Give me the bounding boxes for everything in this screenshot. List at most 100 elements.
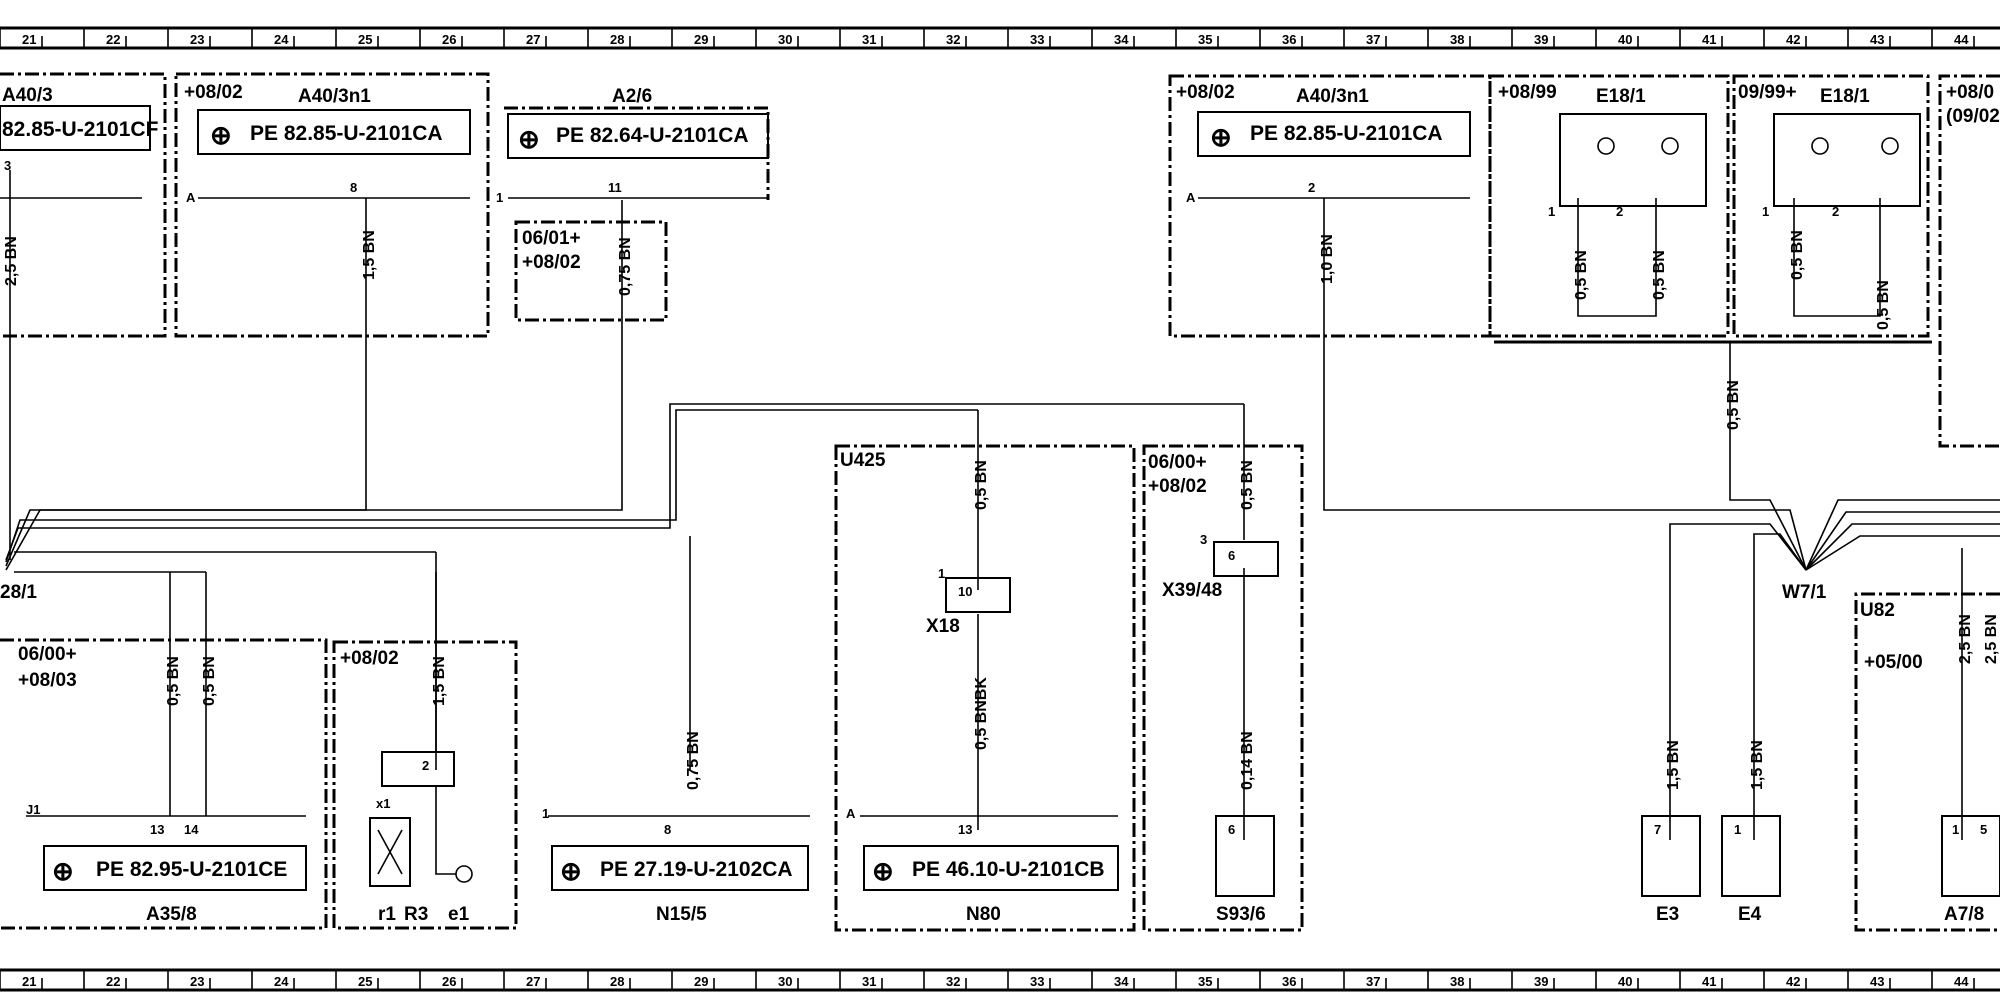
a40-3-box: A40/3 82.85-U-2101CF 3 [0, 72, 167, 338]
a40-3n1-right-box: +08/02 A40/3n1 ⊕ PE 82.85-U-2101CA 2 A [1168, 74, 1492, 338]
ruler-label: 34 [1114, 32, 1129, 47]
a40-3n1-left-pin: 8 [350, 180, 357, 195]
a7-8-pin-5: 5 [1980, 822, 1987, 837]
a2-6-pin: 11 [608, 180, 622, 195]
s93-6-pin: 6 [1228, 822, 1235, 837]
a35-8-date-to: +08/03 [18, 670, 77, 691]
a2-6-conn: 1 [496, 190, 503, 205]
a40-3-pin: 3 [4, 158, 11, 173]
ruler-label: 25 [358, 974, 372, 989]
u425-x18-conn: 1 [938, 566, 945, 581]
wire-label: 0,14 BN [1239, 731, 1256, 790]
ruler-label: 41 [1702, 974, 1716, 989]
e18-1-right-name: E18/1 [1820, 86, 1870, 107]
ruler-label: 22 [106, 32, 120, 47]
e4-box: 1 E4 [1721, 815, 1781, 925]
ruler-label: 27 [526, 32, 540, 47]
ruler-label: 29 [694, 974, 708, 989]
a40-3-pe: 82.85-U-2101CF [2, 118, 159, 141]
a40-3n1-right-pe: PE 82.85-U-2101CA [1250, 122, 1443, 145]
a40-3n1-left-conn: A [186, 190, 196, 205]
e18-1-right-dates: 09/99+ [1738, 82, 1797, 103]
e18-1-left-name: E18/1 [1596, 86, 1646, 107]
u425-n80: N80 [966, 904, 1001, 925]
r3-box-r3: R3 [404, 904, 428, 925]
a40-3n1-left-pe: PE 82.85-U-2101CA [250, 122, 443, 145]
wire-label: 0,75 BN [617, 237, 634, 296]
wire-label: 0,5 BN [1239, 460, 1256, 510]
u82-code: U82 [1860, 600, 1895, 621]
ruler-label: 25 [358, 32, 372, 47]
wire-label: 1,5 BN [1665, 740, 1682, 790]
r3-box-dates: +08/02 [340, 648, 399, 669]
ruler-label: 42 [1786, 974, 1800, 989]
ruler-label: 36 [1282, 32, 1296, 47]
ruler-label: 21 [22, 974, 36, 989]
x39-48-name: X39/48 [1162, 580, 1222, 601]
ruler-label: 21 [22, 32, 36, 47]
ruler-label: 40 [1618, 974, 1632, 989]
u425-x18-pin: 10 [958, 584, 972, 599]
lamp-icon [1661, 137, 1679, 155]
ruler-label: 44 [1954, 32, 1969, 47]
ruler-label: 24 [274, 32, 289, 47]
wire-label: 2,5 BN [1983, 614, 2000, 664]
resistor-icon [377, 829, 403, 875]
x39-48-pin: 6 [1228, 548, 1235, 563]
a35-8-conn: J1 [26, 802, 40, 817]
a35-8-name: A35/8 [146, 904, 197, 925]
a40-3n1-right-conn: A [1186, 190, 1196, 205]
ruler-label: 35 [1198, 32, 1212, 47]
ruler-label: 44 [1954, 974, 1969, 989]
e3-box: 7 E3 [1641, 815, 1701, 925]
transistor-icon: ⊕ [518, 124, 540, 154]
ruler-label: 33 [1030, 32, 1044, 47]
wire-label: 0,5 BN [1651, 250, 1668, 300]
right-edge-box: +08/0 (09/02 [1938, 74, 2000, 448]
e18-1-right-pin1: 1 [1762, 204, 1769, 219]
a35-8-date-from: 06/00+ [18, 644, 77, 665]
lamp-icon [1881, 137, 1899, 155]
r3-box-r1: r1 [378, 904, 396, 925]
ruler-label: 38 [1450, 32, 1464, 47]
x39-48-date-to: +08/02 [1148, 476, 1207, 497]
ruler-label: 33 [1030, 974, 1044, 989]
wire-label: 0,5 BNBK [973, 677, 990, 750]
ruler-label: 30 [778, 974, 792, 989]
e18-1-left-pin2: 2 [1616, 204, 1623, 219]
ruler-label: 37 [1366, 32, 1380, 47]
n15-5-pin: 8 [664, 822, 671, 837]
n15-5-pe: PE 27.19-U-2102CA [600, 858, 793, 881]
w7-1-wires: 1,0 BN 0,5 BN 0,5 BN 0,5 BN 0,5 BN 0,5 B… [1319, 198, 2000, 840]
e3-name: E3 [1656, 904, 1679, 925]
transistor-icon: ⊕ [1210, 122, 1232, 152]
a40-3n1-left-dates: +08/02 [184, 82, 243, 103]
a40-3n1-left-box: +08/02 A40/3n1 ⊕ PE 82.85-U-2101CA 8 A [174, 72, 490, 338]
ruler-label: 32 [946, 32, 960, 47]
u425-conn: A [846, 806, 856, 821]
e18-1-left-pin1: 1 [1548, 204, 1555, 219]
e18-1-right-box: 09/99+ E18/1 1 2 [1732, 74, 1930, 338]
ruler-label: 34 [1114, 974, 1129, 989]
wire-label: 0,5 BN [201, 656, 218, 706]
transistor-icon: ⊕ [560, 856, 582, 886]
ruler-label: 37 [1366, 974, 1380, 989]
n15-5-name: N15/5 [656, 904, 707, 925]
e4-name: E4 [1738, 904, 1762, 925]
s93-6-name: S93/6 [1216, 904, 1266, 925]
lamp-icon [1597, 137, 1615, 155]
wire-label: 1,0 BN [1319, 234, 1336, 284]
ruler-label: 43 [1870, 974, 1884, 989]
a40-3n1-right-name: A40/3n1 [1296, 86, 1369, 107]
ruler-label: 26 [442, 32, 456, 47]
ruler-label: 27 [526, 974, 540, 989]
a7-8-pin-1: 1 [1952, 822, 1959, 837]
wire-label: 1,5 BN [431, 656, 448, 706]
wire-label: 0,5 BN [165, 656, 182, 706]
wire-label: 0,5 BN [1573, 250, 1590, 300]
date-sub-box: 06/01+ +08/02 [514, 220, 668, 322]
n15-5-box: ⊕ PE 27.19-U-2102CA N15/5 8 1 0,75 BN [542, 731, 810, 925]
ruler-label: 39 [1534, 32, 1548, 47]
